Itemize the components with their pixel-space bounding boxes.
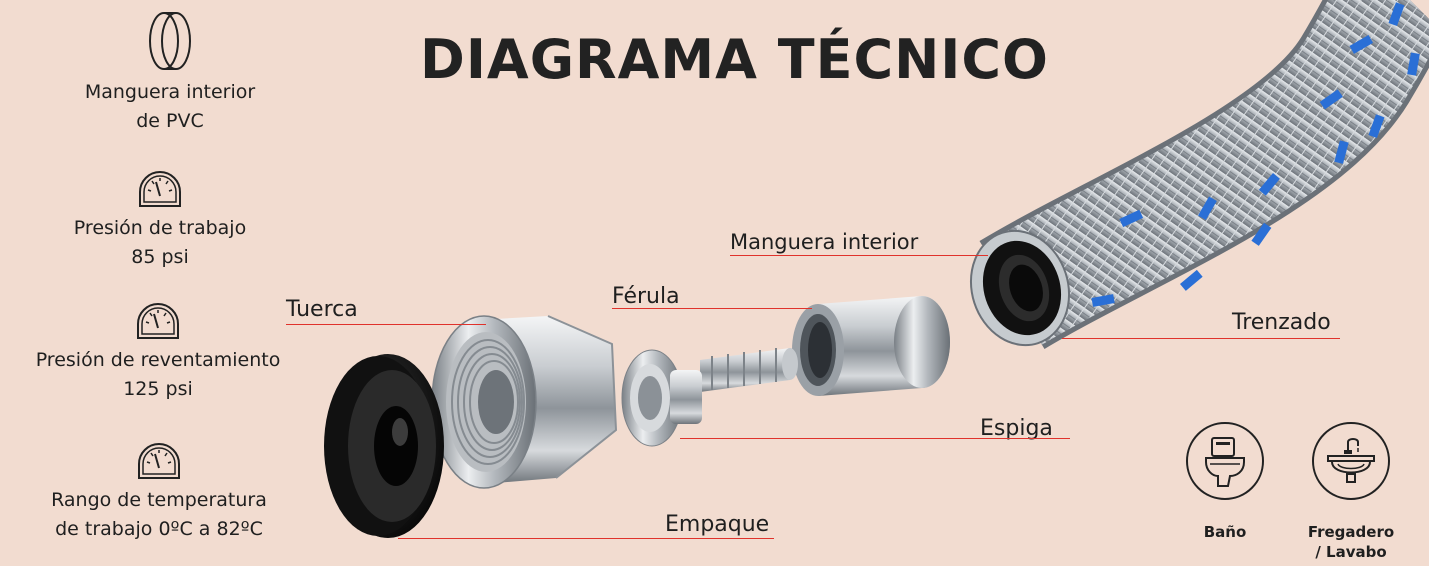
leader-tuerca xyxy=(286,324,486,325)
braided-hose xyxy=(969,0,1429,350)
usage-bathroom-label: Baño xyxy=(1203,523,1247,541)
usage-sink-label-line2: / Lavabo xyxy=(1315,543,1387,561)
sink-icon xyxy=(1327,438,1375,483)
label-ferula: Férula xyxy=(612,284,680,309)
label-tuerca: Tuerca xyxy=(286,297,358,322)
diagram-title: DIAGRAMA TÉCNICO xyxy=(420,28,1049,91)
label-manguera-interior: Manguera interior xyxy=(730,230,919,254)
pvc-hose-ring-icon xyxy=(149,12,191,70)
label-espiga: Espiga xyxy=(980,416,1053,441)
nut-part xyxy=(431,315,618,489)
spigot-part xyxy=(621,348,798,447)
toilet-icon xyxy=(1205,437,1245,487)
spec-pvc-hose-line2: de PVC xyxy=(136,110,204,132)
spec-pvc-hose: Manguera interior de PVC xyxy=(40,8,300,136)
leader-espiga xyxy=(680,438,1070,439)
spec-burst-pressure-line2: 125 psi xyxy=(123,378,193,400)
spec-working-pressure: Presión de trabajo 85 psi xyxy=(30,166,290,272)
usage-sink-label-line1: Fregadero xyxy=(1307,523,1395,541)
leader-trenzado xyxy=(1062,338,1340,339)
ferrule-part xyxy=(792,296,950,396)
spec-pvc-hose-line1: Manguera interior xyxy=(84,81,256,103)
leader-manguera-interior xyxy=(730,255,988,256)
spec-temperature-range-line1: Rango de temperatura xyxy=(51,489,267,511)
gasket-part xyxy=(324,354,444,538)
spec-working-pressure-line2: 85 psi xyxy=(131,246,189,268)
pressure-gauge-icon xyxy=(139,171,181,207)
spec-working-pressure-line1: Presión de trabajo xyxy=(73,217,247,239)
usage-bathroom: Baño xyxy=(1180,422,1270,542)
spec-temperature-range: Rango de temperatura de trabajo 0ºC a 82… xyxy=(14,438,304,544)
pressure-gauge-icon xyxy=(137,303,179,339)
usage-sink: Fregadero / Lavabo xyxy=(1296,422,1406,562)
label-empaque: Empaque xyxy=(665,512,770,537)
label-trenzado: Trenzado xyxy=(1232,310,1331,335)
leader-empaque xyxy=(398,538,774,539)
spec-temperature-range-line2: de trabajo 0ºC a 82ºC xyxy=(55,518,263,540)
thermometer-gauge-icon xyxy=(138,443,180,479)
spec-burst-pressure: Presión de reventamiento 125 psi xyxy=(0,298,316,404)
leader-ferula xyxy=(612,308,812,309)
spec-burst-pressure-line1: Presión de reventamiento xyxy=(35,349,281,371)
